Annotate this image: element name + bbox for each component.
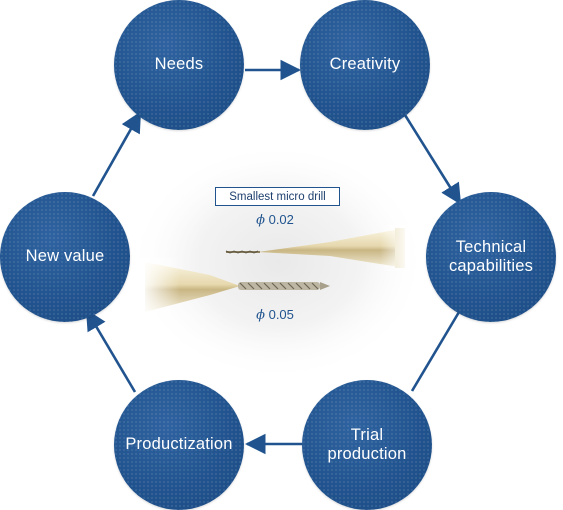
cycle-arrows xyxy=(85,59,464,455)
arrow-newvalue-to-needs xyxy=(91,111,142,197)
node-productization-label: Productization xyxy=(125,435,233,454)
arrow-creativity-to-technical xyxy=(403,114,462,205)
diameter-symbol: ϕ xyxy=(256,308,265,323)
micro-drill-top-image xyxy=(225,225,410,271)
micro-drill-caption-text: Smallest micro drill xyxy=(229,190,326,203)
node-productization: Productization xyxy=(114,380,244,510)
drill-size-top: ϕ 0.02 xyxy=(240,212,310,228)
arrow-technical-to-trial xyxy=(410,306,464,392)
node-creativity-label: Creativity xyxy=(329,55,401,74)
node-trial-production-label: Trial production xyxy=(327,425,407,463)
micro-drill-bottom-image xyxy=(140,258,330,316)
node-new-value-label: New value xyxy=(25,247,105,266)
center-glow xyxy=(128,142,428,382)
node-technical-capabilities: Technical capabilities xyxy=(426,192,556,322)
node-technical-capabilities-label: Technical capabilities xyxy=(448,237,534,275)
drill-size-top-value: 0.02 xyxy=(268,212,294,227)
diameter-symbol: ϕ xyxy=(256,213,265,228)
node-trial-production: Trial production xyxy=(302,380,432,510)
node-needs-label: Needs xyxy=(154,55,204,74)
drill-size-bottom: ϕ 0.05 xyxy=(240,307,310,323)
node-needs: Needs xyxy=(114,0,244,130)
node-creativity: Creativity xyxy=(300,0,430,130)
drill-size-bottom-value: 0.05 xyxy=(268,307,294,322)
node-new-value: New value xyxy=(0,192,130,322)
micro-drill-caption: Smallest micro drill xyxy=(215,187,340,206)
arrow-productization-to-newvalue xyxy=(85,309,137,393)
